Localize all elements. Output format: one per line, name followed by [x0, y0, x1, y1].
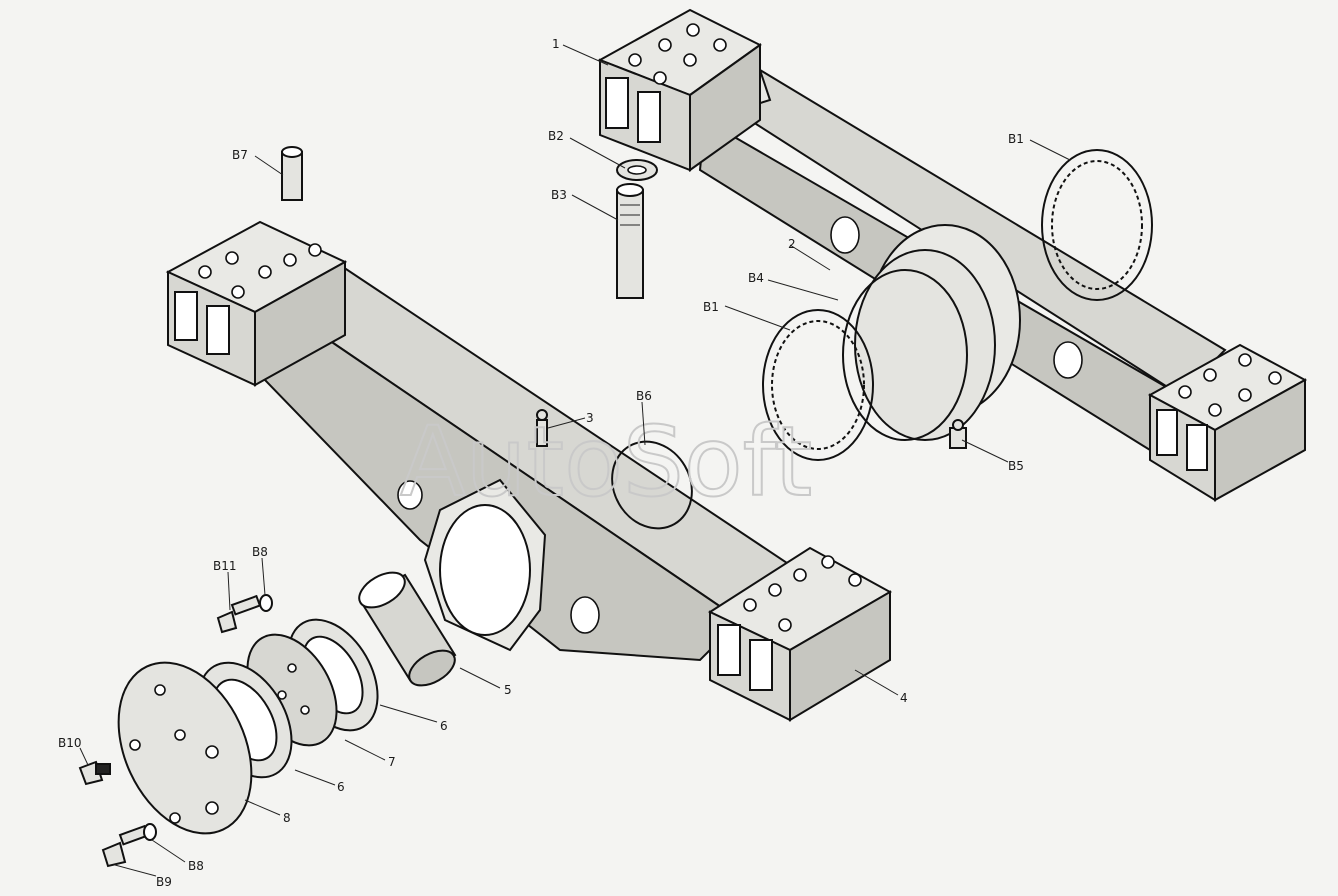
bearing-b1-upper [1041, 149, 1153, 301]
callout-b1-a: B1 [1008, 132, 1024, 146]
callout-5: 5 [504, 683, 512, 697]
callout-6-a: 6 [440, 719, 448, 733]
watermark-text: AutoSoft [400, 406, 812, 518]
washer-b2 [616, 159, 658, 181]
grease-fitting-3 [536, 409, 548, 447]
callout-4: 4 [900, 691, 908, 705]
washer-b8-upper [259, 594, 273, 612]
bearing-assembly-hub [762, 249, 996, 461]
washer-b8-lower [143, 823, 157, 841]
callout-b11: B11 [213, 559, 237, 573]
callout-labels: 1 B2 B3 B1 2 B4 B1 B7 3 B6 B5 B11 B8 5 4… [58, 37, 1024, 889]
callout-3: 3 [586, 411, 594, 425]
callout-2: 2 [788, 237, 796, 251]
callout-1: 1 [552, 37, 560, 51]
callout-b6: B6 [636, 389, 652, 403]
cover-8 [117, 661, 253, 835]
callout-6-b: 6 [337, 780, 345, 794]
leader-lines [79, 44, 1071, 877]
callout-b3: B3 [551, 188, 567, 202]
callout-b4: B4 [748, 271, 764, 285]
callout-b5: B5 [1008, 459, 1024, 473]
bolt-b10 [78, 760, 111, 786]
pin-b7 [281, 146, 303, 201]
bolt-b11 [216, 594, 262, 634]
callout-7: 7 [388, 755, 396, 769]
pin-b3 [616, 183, 644, 299]
callout-b7: B7 [232, 148, 248, 162]
callout-b9: B9 [156, 875, 172, 889]
bolt-b9 [101, 824, 150, 868]
bushing-5 [358, 571, 457, 687]
callout-b8-a: B8 [252, 545, 268, 559]
callout-b2: B2 [548, 129, 564, 143]
callout-8: 8 [283, 811, 291, 825]
callout-b8-b: B8 [188, 859, 204, 873]
callout-b10: B10 [58, 736, 82, 750]
o-ring-b6 [611, 440, 693, 530]
grease-fitting-b5 [949, 419, 967, 449]
callout-b1-b: B1 [703, 300, 719, 314]
